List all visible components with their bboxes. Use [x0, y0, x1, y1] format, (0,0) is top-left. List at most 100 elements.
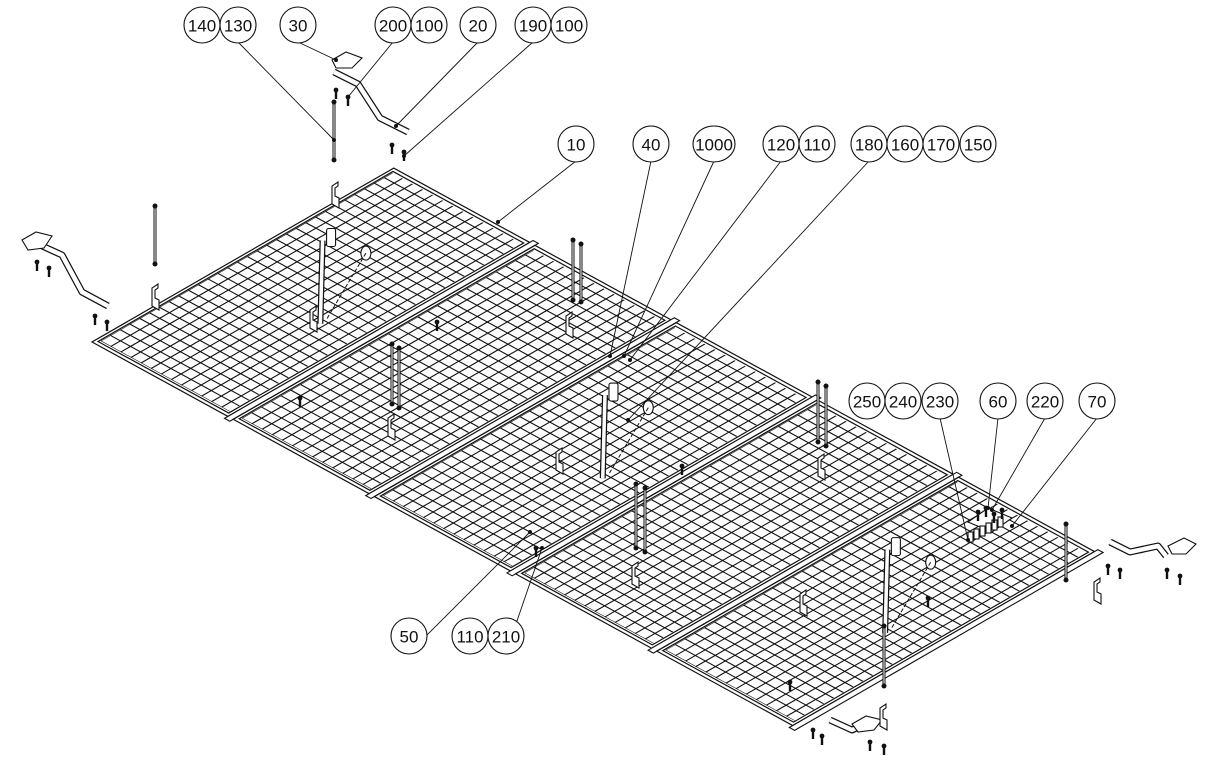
hinge-block	[326, 227, 337, 248]
joint-plate	[966, 507, 1014, 543]
edge-hook	[879, 702, 888, 731]
cross-tube	[223, 239, 540, 422]
cross-tube	[788, 548, 1105, 731]
rod-upper	[331, 99, 337, 163]
balloon-100: 100	[550, 6, 588, 44]
strut-assembly	[317, 227, 372, 324]
balloon-circle	[922, 125, 960, 163]
balloon-50: 50	[390, 617, 428, 655]
balloon-30: 30	[279, 6, 317, 44]
bolt	[104, 319, 110, 331]
bolt	[333, 87, 339, 99]
balloon-label: 100	[555, 17, 583, 36]
balloon-label: 10	[567, 136, 586, 155]
foot-plate	[331, 51, 363, 69]
strut-assembly	[882, 537, 937, 633]
cross-tube	[364, 317, 681, 500]
balloon-230: 230	[921, 382, 959, 420]
rod	[633, 481, 639, 551]
bolt	[92, 313, 98, 325]
panel-frame-inner	[238, 248, 667, 491]
edge-hook	[1093, 576, 1102, 605]
mesh-panel	[655, 476, 1105, 731]
balloon-110: 110	[798, 125, 836, 163]
leader-line	[297, 41, 337, 61]
balloon-label: 140	[188, 17, 216, 36]
plate-bolt	[999, 507, 1005, 519]
balloon-circle	[487, 617, 525, 655]
leader-arrowhead	[394, 124, 398, 128]
balloon-10: 10	[557, 125, 595, 163]
balloon-label: 240	[889, 393, 917, 412]
leader-line	[237, 41, 335, 141]
leader-line	[987, 417, 999, 509]
strut-assembly	[599, 382, 654, 479]
balloon-label: 70	[1088, 393, 1107, 412]
balloon-label: 60	[989, 393, 1008, 412]
leader-line	[991, 417, 1046, 511]
bracket-arm-top	[331, 51, 410, 136]
balloon-circle	[410, 6, 448, 44]
balloon-label: 110	[803, 136, 830, 155]
leader-arrowhead	[346, 95, 350, 99]
bolt	[810, 727, 816, 739]
balloon-label: 50	[400, 628, 419, 647]
balloon-circle	[390, 617, 428, 655]
leader-arrowhead	[990, 508, 994, 512]
rod	[578, 241, 584, 305]
balloon-circle	[459, 6, 497, 44]
balloon-70: 70	[1078, 382, 1116, 420]
cable	[890, 561, 932, 630]
panel-frame	[655, 476, 1096, 727]
bolt	[679, 463, 685, 475]
cable	[325, 252, 367, 320]
cross-tube	[505, 394, 822, 577]
bolt	[1164, 567, 1170, 579]
bolt	[1105, 563, 1111, 575]
balloon-label: 150	[964, 136, 992, 155]
balloon-60: 60	[979, 382, 1017, 420]
edge-hook	[631, 560, 640, 589]
bracket-arm-left	[21, 231, 110, 310]
balloon-circle	[550, 6, 588, 44]
balloon-label: 20	[469, 17, 488, 36]
balloon-label: 170	[927, 136, 955, 155]
balloon-250: 250	[848, 382, 886, 420]
balloon-circle	[884, 382, 922, 420]
rod	[1063, 521, 1069, 583]
bolt	[819, 733, 825, 745]
plate-bolt	[991, 511, 997, 523]
leader-arrowhead	[986, 506, 990, 510]
leader-arrowhead	[628, 358, 632, 362]
bolt	[34, 259, 40, 271]
hinge-block	[890, 537, 901, 557]
foot-plate	[1167, 537, 1197, 555]
panel-frame-inner	[96, 170, 525, 414]
leader-line	[1011, 417, 1098, 527]
balloon-220: 220	[1026, 382, 1064, 420]
rod	[823, 383, 829, 449]
balloon-label: 1000	[695, 136, 733, 155]
balloon-20: 20	[459, 6, 497, 44]
leader-line	[403, 41, 534, 157]
bolt	[925, 595, 931, 607]
balloon-label: 30	[289, 17, 308, 36]
leader-arrowhead	[496, 220, 500, 224]
bolt	[46, 265, 52, 277]
leader-arrowhead	[332, 138, 336, 142]
edge-hook	[565, 310, 574, 339]
edge-hook	[799, 588, 808, 617]
clamp	[979, 525, 986, 537]
leader-arrowhead	[626, 418, 630, 422]
edge-hook	[387, 412, 396, 441]
leader-line	[623, 160, 715, 357]
leader-line	[629, 160, 782, 361]
balloon-1000: 1000	[692, 125, 736, 163]
balloon-circle	[279, 6, 317, 44]
mesh-panel	[514, 399, 964, 654]
mesh-panel	[231, 244, 681, 500]
leader-arrowhead	[334, 58, 338, 62]
balloon-circle	[979, 382, 1017, 420]
bolt	[787, 679, 793, 691]
